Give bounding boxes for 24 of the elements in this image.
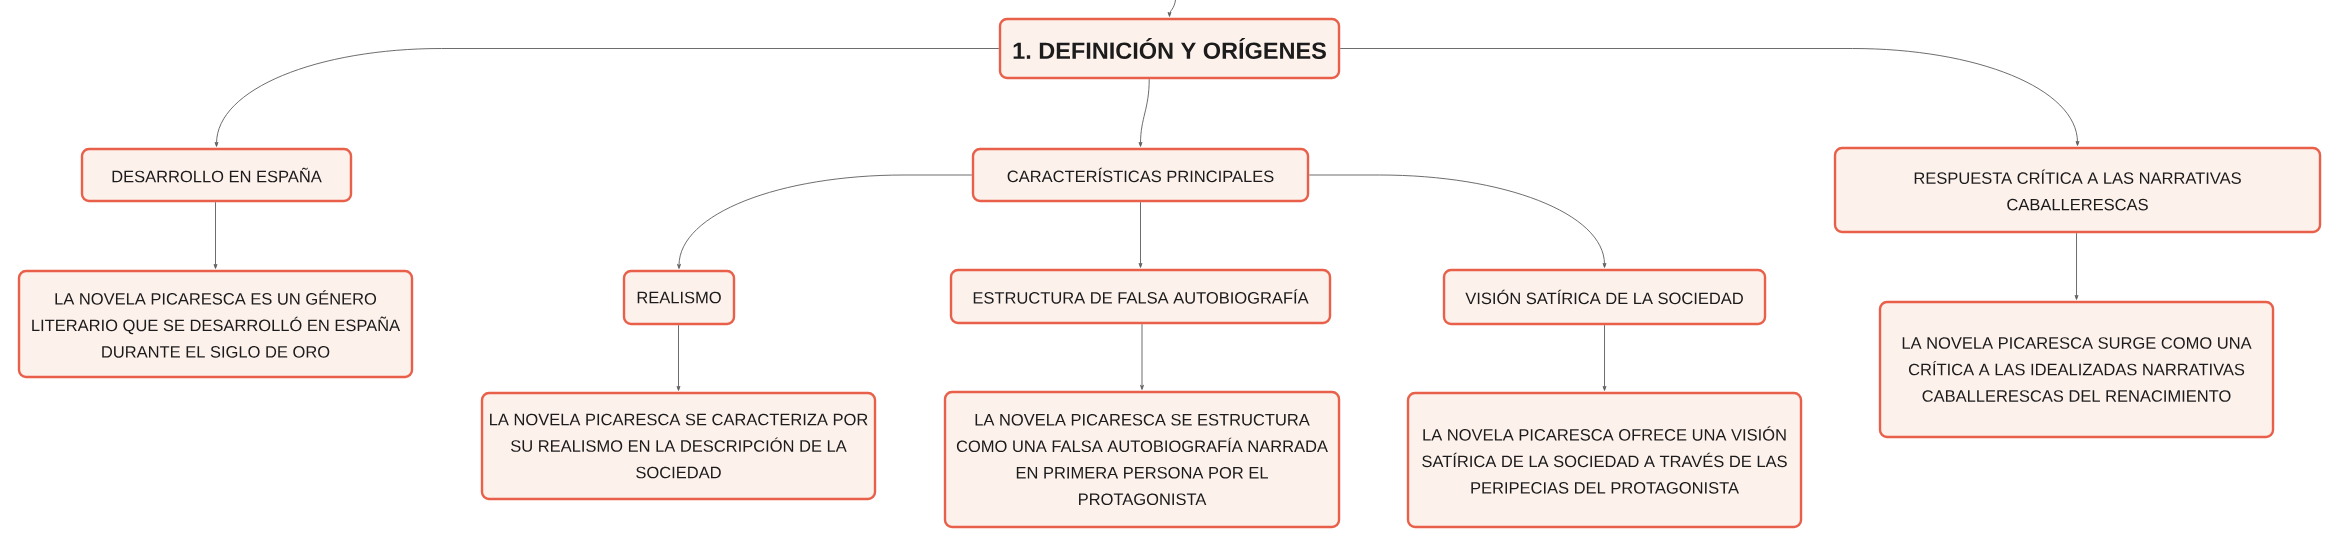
description-box: LA NOVELA PICARESCA SE CARACTERIZA POR SU REALISMO EN LA DESCRIPCIÓN DE LA SOCIEDAD <box>480 391 877 501</box>
subtopic-box: VISIÓN SATÍRICA DE LA SOCIEDAD <box>1442 268 1767 326</box>
topic-box: DESARROLLO EN ESPAÑA <box>80 147 353 203</box>
connector-arrow <box>213 201 218 269</box>
connector-arrow <box>1138 201 1143 268</box>
topic-box: CARACTERÍSTICAS PRINCIPALES <box>971 147 1310 203</box>
description-box: LA NOVELA PICARESCA SE ESTRUCTURA COMO UNA FALSA AUTOBIOGRAFÍA NARRADA EN PRIMERA PERSONA POR EL PROTAGONISTA <box>943 390 1341 529</box>
description-box: LA NOVELA PICARESCA OFRECE UNA VISIÓN SATÍRICA DE LA SOCIEDAD A TRAVÉS DE LAS PERIPECIAS DEL PROTAGONISTA <box>1406 391 1803 529</box>
connector-arrow <box>1138 78 1150 147</box>
connector-arrow <box>2074 232 2079 300</box>
connector-arrow <box>1308 174 1607 268</box>
connector-arrow <box>1140 323 1144 390</box>
connector-arrow <box>676 324 681 391</box>
connector-arrow <box>1339 48 2080 146</box>
connector-arrow <box>677 174 973 269</box>
description-box: LA NOVELA PICARESCA SURGE COMO UNA CRÍTICA A LAS IDEALIZADAS NARRATIVAS CABALLERESCAS DEL RENACIMIENTO <box>1878 300 2275 439</box>
connector-arrow <box>1602 324 1607 391</box>
connector-arrow <box>214 48 1000 147</box>
description-box: LA NOVELA PICARESCA ES UN GÉNERO LITERARIO QUE SE DESARROLLÓ EN ESPAÑA DURANTE EL SIGLO DE ORO <box>17 269 414 379</box>
subtopic-box: ESTRUCTURA DE FALSA AUTOBIOGRAFÍA <box>949 268 1332 325</box>
subtopic-box: REALISMO <box>622 269 736 326</box>
topic-box: RESPUESTA CRÍTICA A LAS NARRATIVAS CABALLERESCAS <box>1833 146 2322 234</box>
connector-arrow <box>1167 0 1176 17</box>
central-topic-box: 1. DEFINICIÓN Y ORÍGENES <box>998 17 1341 80</box>
